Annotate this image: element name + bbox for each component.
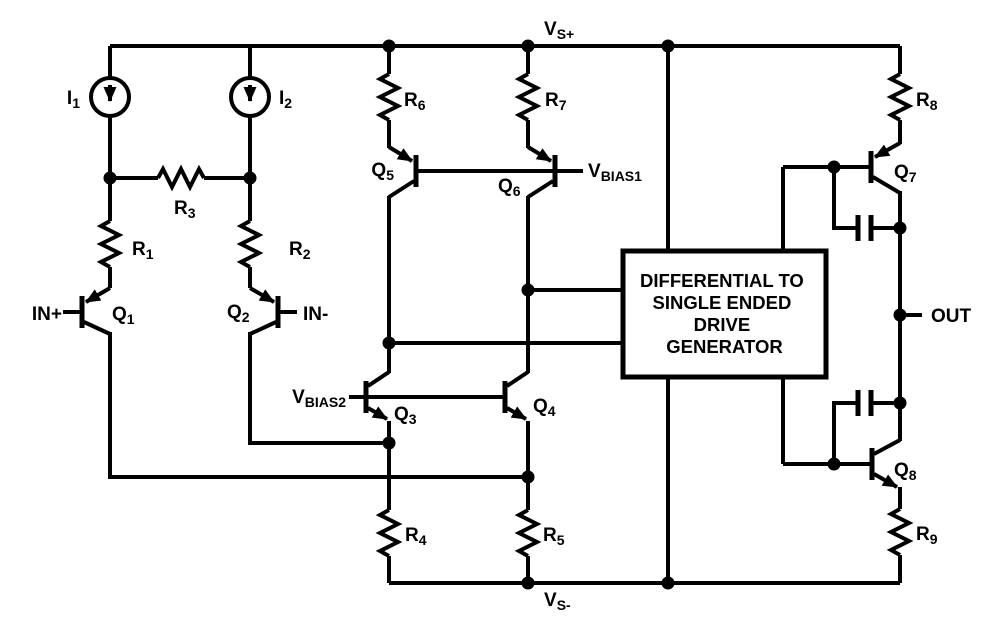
transistor-q5 xyxy=(387,145,419,199)
resistor-r3 xyxy=(156,167,206,189)
generator-block-line3: DRIVE xyxy=(694,314,751,335)
capacitor-c1 xyxy=(832,167,900,241)
resistor-r8 xyxy=(889,72,911,122)
transistor-q3 xyxy=(363,370,391,426)
transistor-q5-label: Q5 xyxy=(371,160,394,183)
transistor-q2-label: Q2 xyxy=(227,302,250,325)
resistor-r9 xyxy=(889,507,911,557)
generator-block-line4: GENERATOR xyxy=(666,336,783,357)
resistor-r6 xyxy=(378,72,400,122)
transistor-q4 xyxy=(502,370,530,426)
in-minus-label: IN- xyxy=(303,304,328,325)
resistor-r4 xyxy=(378,508,400,558)
capacitor-c2 xyxy=(832,390,900,464)
resistor-r7 xyxy=(517,72,539,122)
generator-block-line2: SINGLE ENDED xyxy=(653,292,792,313)
resistor-r2 xyxy=(239,219,261,269)
vs-plus-label: VS+ xyxy=(544,19,574,42)
resistor-r1 xyxy=(99,219,121,269)
resistor-r2-label: R2 xyxy=(289,239,311,262)
resistor-r5 xyxy=(517,508,539,558)
resistor-r4-label: R4 xyxy=(405,525,427,548)
resistor-r1-label: R1 xyxy=(132,239,154,262)
q2-to-q3-wire xyxy=(248,332,389,445)
out-label: OUT xyxy=(931,306,972,327)
transistor-q7 xyxy=(868,141,902,195)
resistor-r5-label: R5 xyxy=(543,525,565,548)
resistor-r3-label: R3 xyxy=(174,198,196,221)
wires xyxy=(108,44,922,585)
vbias2-label: VBIAS2 xyxy=(292,387,346,410)
vbias1-label: VBIAS1 xyxy=(588,161,642,184)
current-source-i1 xyxy=(89,76,131,118)
transistor-q6 xyxy=(526,145,558,199)
current-source-i1-label: I1 xyxy=(67,88,80,111)
current-source-i2 xyxy=(229,76,271,118)
current-source-i2-label: I2 xyxy=(279,88,292,111)
transistor-q8-label: Q8 xyxy=(894,460,917,483)
labels: VS+ VS- I1 I2 R1 R2 R3 R4 R5 R6 R7 R8 R9… xyxy=(32,19,972,613)
vs-minus-label: VS- xyxy=(544,590,571,613)
junction-dots xyxy=(103,39,907,590)
transistor-q8 xyxy=(869,438,901,489)
resistor-r9-label: R9 xyxy=(916,524,938,547)
transistor-q3-label: Q3 xyxy=(394,404,417,427)
resistor-r8-label: R8 xyxy=(916,90,938,113)
transistor-q1-label: Q1 xyxy=(112,304,135,327)
svg-text:DIFFERENTIAL TO SINGLE E: DIFFERENTIAL TO SINGLE ENDED DRIVE GENER… xyxy=(640,270,809,357)
transistor-q4-label: Q4 xyxy=(533,396,556,419)
resistor-r7-label: R7 xyxy=(545,90,567,113)
generator-block: DIFFERENTIAL TO SINGLE ENDED DRIVE GENER… xyxy=(620,248,829,380)
transistor-q2 xyxy=(248,286,297,336)
in-plus-label: IN+ xyxy=(32,304,62,325)
generator-block-line1: DIFFERENTIAL TO xyxy=(640,270,804,291)
resistor-r6-label: R6 xyxy=(404,90,426,113)
transistor-q1 xyxy=(63,286,112,336)
transistor-q7-label: Q7 xyxy=(894,162,917,185)
transistor-q6-label: Q6 xyxy=(498,176,521,199)
